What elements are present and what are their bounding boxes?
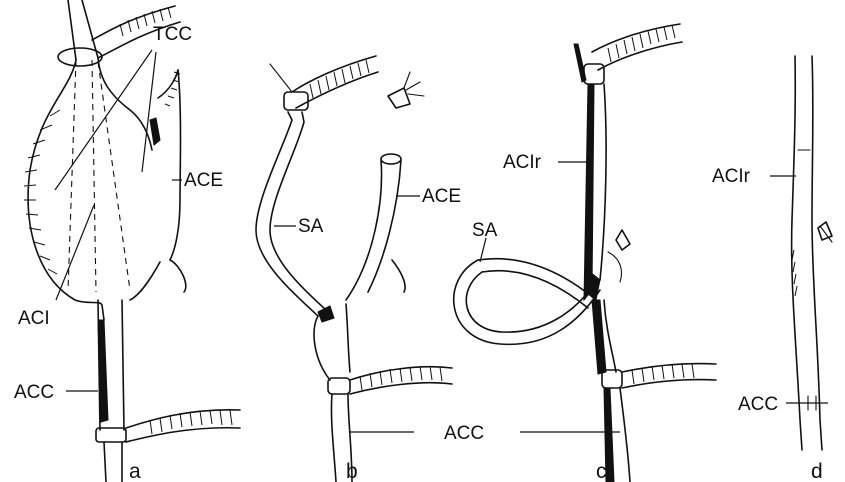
- panel-c-clamp-top: [584, 64, 604, 84]
- panel-c-acc-right: [620, 388, 630, 482]
- panel-c-sa-loop-top-inner: [482, 271, 588, 308]
- panel-c-label-sa: SA: [472, 220, 498, 241]
- panel-b: SA ACE b: [256, 56, 461, 482]
- panel-b-stump: [388, 88, 410, 108]
- panel-a-aneurysm-right-lower: [130, 262, 160, 300]
- panel-a-aci-leader: [56, 205, 94, 300]
- panel-c-acir-right: [600, 84, 606, 280]
- panel-b-label-sa: SA: [298, 216, 324, 237]
- panel-a-acc-right: [122, 300, 124, 430]
- panel-a-lower-vessel-bottom: [126, 428, 240, 442]
- panel-d-vessel-right: [812, 56, 822, 450]
- panel-a: TCC ACE ACI ACC a: [14, 0, 240, 482]
- panel-b-ace-opening: [381, 154, 401, 164]
- panel-c-lower-vessel-bottom: [622, 379, 716, 388]
- panel-d: ACIr ACC d: [712, 56, 832, 482]
- panel-b-label-ace: ACE: [422, 186, 461, 207]
- panel-c-trunk-right: [604, 300, 616, 372]
- panel-c-sa-loop-top-outer: [478, 259, 596, 300]
- panel-a-label-tcc: TCC: [153, 24, 192, 45]
- panel-b-ace-left: [346, 160, 382, 300]
- panel-b-lower-vessel-bottom: [350, 383, 452, 394]
- panel-a-tcc-leader-2: [142, 52, 156, 172]
- panel-b-ace-branch: [392, 260, 405, 292]
- panel-a-tcc-leader-1: [55, 50, 152, 190]
- panel-a-label-aci: ACI: [18, 308, 50, 329]
- panel-a-label-acc: ACC: [14, 382, 54, 403]
- panel-a-ace-wall: [170, 70, 181, 260]
- panel-d-label-acir: ACIr: [712, 166, 751, 187]
- panel-c-tie: [616, 230, 630, 250]
- panel-b-letter: b: [346, 460, 358, 482]
- panel-d-tie: [818, 222, 832, 240]
- panel-b-sa-inner: [270, 112, 326, 310]
- panel-b-bulb-right: [346, 304, 350, 372]
- panel-d-letter: d: [811, 460, 823, 482]
- panel-d-label-acc: ACC: [738, 394, 778, 415]
- panel-a-dashed-line-1: [68, 60, 76, 290]
- panel-a-ace-branch: [170, 260, 186, 292]
- panel-c-lower-vessel-top: [622, 363, 716, 372]
- panel-a-aneurysm-left-wall: [28, 60, 104, 320]
- panel-a-ica-stub-left: [68, 0, 76, 60]
- panel-c-label-acc: ACC: [444, 423, 484, 444]
- panel-b-sa-outer: [256, 112, 318, 316]
- panel-b-ace-right: [368, 160, 401, 292]
- panel-c-label-acir: ACIr: [503, 152, 542, 173]
- panel-b-acc-left: [331, 394, 336, 482]
- panel-b-clamp-bottom: [328, 378, 350, 394]
- panel-a-aneurysm-top-wall: [98, 58, 152, 150]
- panel-a-lower-vessel-top: [126, 410, 240, 428]
- panel-a-letter: a: [129, 460, 141, 482]
- panel-c-letter: c: [596, 460, 607, 482]
- panel-c: ACIr SA c: [454, 24, 716, 482]
- panel-c-upper-vessel-bottom: [598, 42, 682, 70]
- panel-b-bulb-left: [314, 316, 330, 380]
- panel-a-acc-bottom-left: [104, 442, 106, 482]
- panel-a-label-ace: ACE: [184, 170, 223, 191]
- panel-a-dashed-line-2: [92, 60, 96, 292]
- panel-a-ace-stub: [158, 70, 178, 98]
